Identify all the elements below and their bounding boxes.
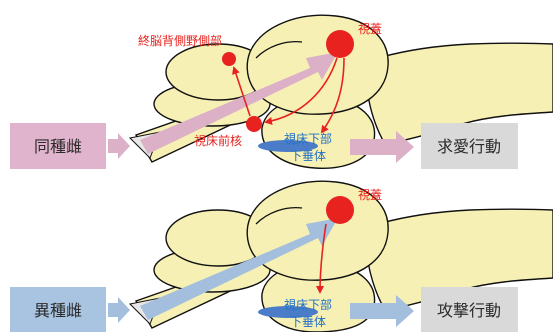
top-panel: 視蓋 終脳背側野側部 視床前核 視床下部 下垂体 同種雌 求愛行動 <box>10 15 553 169</box>
stimulus-label-bottom: 異種雌 <box>34 301 82 320</box>
pituitary-label-top: 下垂体 <box>290 149 326 163</box>
pituitary-label-bottom: 下垂体 <box>290 315 326 329</box>
hypothalamus-label-bottom: 視床下部 <box>284 297 332 312</box>
behavior-label-bottom: 攻撃行動 <box>437 301 501 320</box>
behavior-label-top: 求愛行動 <box>437 137 501 156</box>
dorsal-telencephalon-nucleus-top <box>222 52 236 66</box>
bottom-panel: 視蓋 視床下部 下垂体 異種雌 攻撃行動 <box>10 181 553 332</box>
stimulus-label-top: 同種雌 <box>34 137 82 156</box>
stimulus-arrow-top <box>108 133 130 159</box>
stimulus-arrow-bottom <box>108 297 130 323</box>
optic-tectum-label-bottom: 視蓋 <box>358 187 382 202</box>
anterior-thalamus-label-top: 視床前核 <box>194 133 242 148</box>
anterior-thalamus-nucleus-top <box>246 116 262 132</box>
optic-tectum-nucleus-top <box>326 30 354 58</box>
dorsal-telencephalon-label-top: 終脳背側野側部 <box>138 33 222 48</box>
hypothalamus-label-top: 視床下部 <box>284 131 332 146</box>
optic-tectum-nucleus-bottom <box>326 196 354 224</box>
optic-tectum-label-top: 視蓋 <box>358 21 382 36</box>
